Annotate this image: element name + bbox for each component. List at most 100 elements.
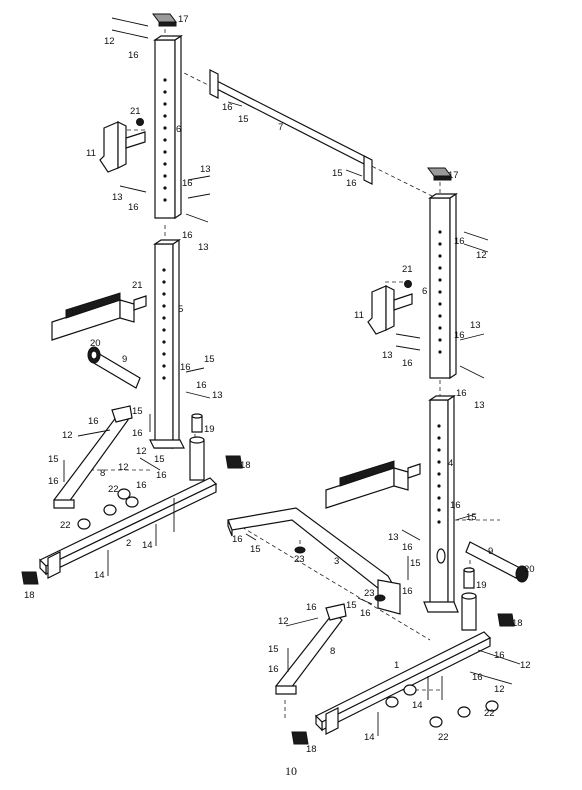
callout-18: 18 xyxy=(306,744,317,755)
base-frame-2-left xyxy=(38,477,218,579)
callout-10: 10 xyxy=(70,306,81,317)
callout-9: 9 xyxy=(488,546,493,557)
callout-11: 11 xyxy=(86,148,96,159)
callout-14: 14 xyxy=(412,700,423,711)
callout-22: 22 xyxy=(484,708,495,719)
callout-13: 13 xyxy=(212,390,223,401)
callout-16: 16 xyxy=(182,178,193,189)
callout-15: 15 xyxy=(204,354,215,365)
callout-10: 10 xyxy=(344,474,355,485)
callout-12: 12 xyxy=(118,462,129,473)
callout-15: 15 xyxy=(268,644,279,655)
bumper-22 xyxy=(77,488,499,728)
callout-22: 22 xyxy=(438,732,449,743)
callout-8: 8 xyxy=(100,468,105,479)
callout-22: 22 xyxy=(60,520,71,531)
callout-15: 15 xyxy=(250,544,261,555)
callout-16: 16 xyxy=(196,380,207,391)
callout-19: 19 xyxy=(476,580,487,591)
callout-16: 16 xyxy=(268,664,279,675)
callout-15: 15 xyxy=(238,114,249,125)
callout-12: 12 xyxy=(104,36,115,47)
callout-16: 16 xyxy=(156,470,167,481)
safety-arm-10-left xyxy=(51,292,147,341)
callout-13: 13 xyxy=(388,532,399,543)
callout-12: 12 xyxy=(520,660,531,671)
gusset-8-left xyxy=(53,405,133,509)
weight-horn-9-left xyxy=(87,346,141,389)
callout-20: 20 xyxy=(90,338,101,349)
callout-16: 16 xyxy=(402,358,413,369)
weight-horn-9-right xyxy=(465,541,529,583)
callout-14: 14 xyxy=(94,570,105,581)
callout-17: 17 xyxy=(448,170,459,181)
callout-12: 12 xyxy=(476,250,487,261)
callout-12: 12 xyxy=(494,684,505,695)
end-cap-17-right xyxy=(427,167,452,181)
callout-20: 20 xyxy=(524,564,535,575)
callout-13: 13 xyxy=(198,242,209,253)
callout-21: 21 xyxy=(402,264,413,275)
callout-6: 6 xyxy=(176,124,181,135)
j-hook-11-right xyxy=(367,280,413,335)
callout-14: 14 xyxy=(364,732,375,743)
callout-12: 12 xyxy=(136,446,147,457)
callout-16: 16 xyxy=(88,416,99,427)
callout-16: 16 xyxy=(182,230,193,241)
callout-21: 21 xyxy=(130,106,141,117)
callout-23: 23 xyxy=(294,554,305,565)
callout-15: 15 xyxy=(154,454,165,465)
callout-16: 16 xyxy=(450,500,461,511)
callout-labels: 17 17 12 16 6 6 7 16 15 15 16 21 11 11 1… xyxy=(24,14,535,755)
callout-16: 16 xyxy=(346,178,357,189)
callout-12: 12 xyxy=(62,430,73,441)
callout-5: 5 xyxy=(178,304,183,315)
upright-4-right xyxy=(423,394,459,613)
callout-15: 15 xyxy=(346,600,357,611)
upright-6-right xyxy=(428,192,458,380)
callout-7: 7 xyxy=(278,122,283,133)
bolts-hardware xyxy=(63,17,521,736)
callout-17: 17 xyxy=(178,14,189,25)
foot-cap-18 xyxy=(21,455,515,745)
callout-16: 16 xyxy=(232,534,243,545)
callout-11: 11 xyxy=(354,310,364,321)
callout-8: 8 xyxy=(330,646,335,657)
page-number: 10 xyxy=(285,764,297,778)
callout-15: 15 xyxy=(466,512,477,523)
callout-13: 13 xyxy=(470,320,481,331)
callout-22: 22 xyxy=(108,484,119,495)
callout-16: 16 xyxy=(222,102,233,113)
washer-23 xyxy=(294,546,386,602)
callout-6: 6 xyxy=(422,286,427,297)
callout-16: 16 xyxy=(456,388,467,399)
callout-15: 15 xyxy=(132,406,143,417)
callout-4: 4 xyxy=(448,458,453,469)
callout-12: 12 xyxy=(278,616,289,627)
callout-16: 16 xyxy=(402,542,413,553)
callout-2: 2 xyxy=(126,538,131,549)
callout-23: 23 xyxy=(364,588,375,599)
gusset-8-right xyxy=(275,603,347,695)
callout-16: 16 xyxy=(132,428,143,439)
callout-16: 16 xyxy=(454,330,465,341)
callout-16: 16 xyxy=(128,202,139,213)
callout-16: 16 xyxy=(136,480,147,491)
callout-1: 1 xyxy=(394,660,399,671)
callout-16: 16 xyxy=(48,476,59,487)
callout-15: 15 xyxy=(48,454,59,465)
plate-post-19-left xyxy=(189,413,205,481)
callout-16: 16 xyxy=(128,50,139,61)
base-frame-1-right xyxy=(314,631,492,735)
callout-15: 15 xyxy=(332,168,343,179)
callout-21: 21 xyxy=(132,280,143,291)
callout-13: 13 xyxy=(382,350,393,361)
callout-16: 16 xyxy=(454,236,465,247)
callout-18: 18 xyxy=(24,590,35,601)
j-hook-11-left xyxy=(99,118,146,173)
callout-14: 14 xyxy=(142,540,153,551)
callout-16: 16 xyxy=(494,650,505,661)
callout-16: 16 xyxy=(402,586,413,597)
end-cap-17-left xyxy=(152,13,177,27)
